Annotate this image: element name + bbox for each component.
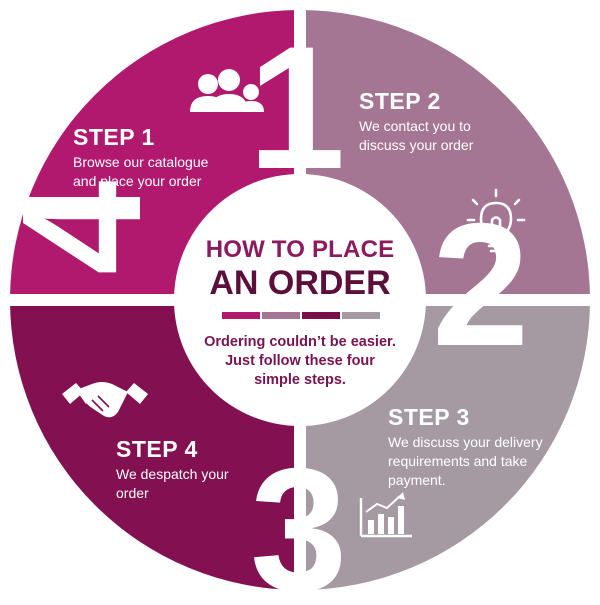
step-4-title: STEP 4 [116,436,198,462]
step-2-line-2: discuss your order [359,137,474,153]
center-color-bar-1 [222,312,260,319]
step-3-line-3: payment. [388,472,446,488]
center-color-bar-4 [342,312,380,319]
center-subtitle-line-1: Ordering couldn’t be easier. [204,334,396,350]
step-4-line-2: order [116,485,149,501]
step-2-line-1: We contact you to [359,118,471,134]
step-3-title: STEP 3 [388,404,470,430]
step-2-title: STEP 2 [359,88,441,114]
numeral-3: 3 [250,433,347,605]
step-3-description: We discuss your delivery requirements an… [388,433,543,490]
step-4-description: We despatch your order [116,465,229,503]
step-4-line-1: We despatch your [116,466,229,482]
step-1-description: Browse our catalogue and place your orde… [73,153,208,191]
step-3-line-2: requirements and take [388,453,528,469]
step-1-line-2: and place your order [73,173,202,189]
step-2-description: We contact you to discuss your order [359,117,473,155]
bar-chart-icon [359,492,412,538]
numeral-4: 4 [0,180,177,275]
center-subtitle-line-3: simple steps. [254,372,346,388]
center-color-bar-2 [262,312,300,319]
handshake-icon [62,382,148,418]
center-color-bar-3 [302,312,340,319]
center-subtitle-line-2: Just follow these four [225,353,375,369]
center-title-line-1: HOW TO PLACE [205,236,395,263]
center-circle [174,174,426,426]
step-1-line-1: Browse our catalogue [73,154,209,170]
lightbulb-icon [466,188,526,253]
step-3-line-1: We discuss your delivery [388,434,543,450]
step-1-title: STEP 1 [73,124,155,150]
center-subtitle: Ordering couldn’t be easier. Just follow… [170,333,430,390]
center-title-line-2: AN ORDER [209,264,391,302]
numeral-1: 1 [248,11,345,206]
people-icon [190,69,264,112]
